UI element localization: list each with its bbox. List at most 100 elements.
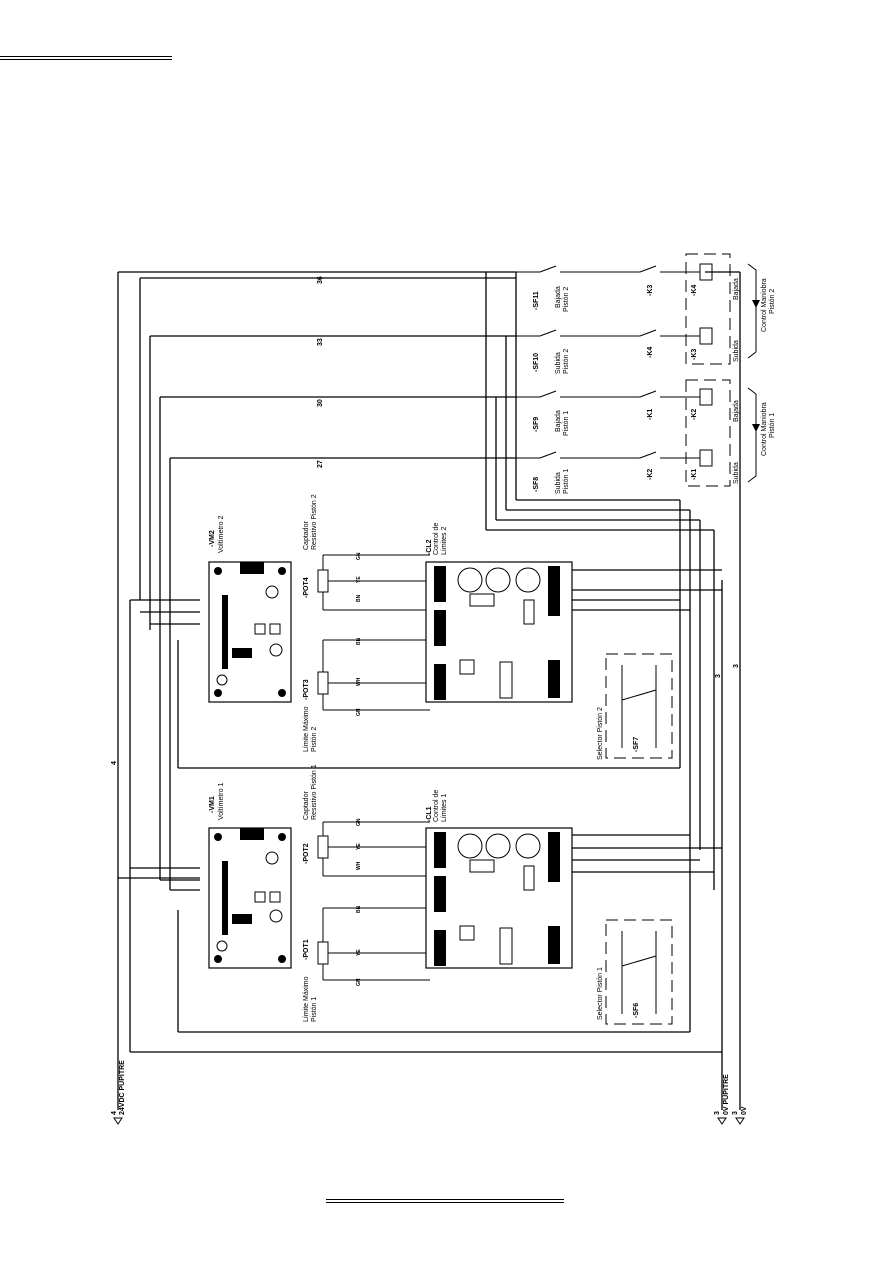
group1-bajada: Bajada — [733, 400, 740, 422]
header-rule — [0, 56, 172, 60]
voltmeter-2-tag: -VM2 — [209, 530, 216, 547]
pot-3-gn: GN — [356, 708, 362, 716]
selector-sf6: -SF6 Selector Pistón 1 — [597, 919, 673, 1025]
selector-sf6-desc: Selector Pistón 1 — [597, 967, 604, 1020]
pot-2-desc2: Resistivo Pistón 1 — [311, 764, 318, 820]
pot-3-tag: -POT3 — [303, 679, 310, 700]
sf10-desc1: Subida — [555, 352, 562, 374]
sf9-tag: -SF9 — [533, 417, 540, 432]
sf8-tag: -SF8 — [533, 477, 540, 492]
sf10-tag: -SF10 — [533, 353, 540, 372]
sf11-desc2: Pistón 2 — [563, 287, 570, 312]
sf11-tag: -SF11 — [533, 291, 540, 310]
sf8-contact: -K2 — [647, 469, 654, 480]
pot-1-desc1: Límite Máximo — [303, 976, 310, 1022]
voltmeter-1-name: Voltímetro 1 — [218, 783, 225, 820]
selector-sf7: -SF7 Selector Pistón 2 — [597, 653, 673, 760]
supply-labels: 4 24VDC PUPITRE 3 0V PUPITRE 3 0V 4 3 3 … — [111, 276, 748, 1125]
controller-cl1-desc2: Límites 1 — [441, 793, 448, 822]
pot-4-gn: GN — [356, 552, 362, 560]
sf10-contact: -K4 — [647, 347, 654, 358]
zero-a-num: 3 — [714, 1111, 721, 1115]
wire-33-label: 33 — [317, 338, 324, 346]
voltmeter-1: -VM1 Voltímetro 1 — [208, 783, 292, 969]
pot-3-wh: WH — [356, 677, 362, 686]
wire-27-label: 27 — [317, 460, 324, 468]
sf8-coil: -K1 — [691, 469, 698, 480]
wire-30-label: 30 — [317, 399, 324, 407]
plus24-label: 24VDC PUPITRE — [119, 1060, 126, 1115]
pot-2-desc1: Captador — [303, 791, 310, 820]
controller-cl2-desc2: Límites 2 — [441, 526, 448, 555]
pot-2-wh: WH — [356, 861, 362, 870]
selector-sf7-desc: Selector Pistón 2 — [597, 707, 604, 760]
controller-cl1-tag: -CL1 — [426, 806, 433, 822]
pot-4-desc1: Captador — [303, 521, 310, 550]
maneuver-group-1: Bajada Subida Control Maniobra Pistón 1 — [685, 379, 776, 487]
sf9-desc2: Pistón 1 — [563, 411, 570, 436]
controller-cl1-desc1: Control de — [433, 790, 440, 822]
pot-1-gn: GN — [356, 978, 362, 986]
line4-label: 4 — [111, 761, 118, 765]
sf10-desc2: Pistón 2 — [563, 349, 570, 374]
pot-4-desc2: Resistivo Pistón 2 — [311, 494, 318, 550]
sf9-desc1: Bajada — [555, 410, 562, 432]
voltmeter-1-tag: -VM1 — [209, 796, 216, 813]
controller-cl2-desc1: Control de — [433, 523, 440, 555]
sf11-coil: -K4 — [691, 285, 698, 296]
group2-bajada: Bajada — [733, 278, 740, 300]
sf11-contact: -K3 — [647, 285, 654, 296]
zero-b-label: 0V — [741, 1106, 748, 1115]
sf10-coil: -K3 — [691, 349, 698, 360]
branch-sf8: -SF8 Subida Pistón 1 -K2 -K1 — [516, 449, 713, 494]
sf8-desc1: Subida — [555, 472, 562, 494]
group2-title: Control Maniobra — [761, 278, 768, 332]
pot-3-desc2: Pistón 2 — [311, 727, 318, 752]
pot-1-ye: YE — [356, 949, 362, 956]
line3a-label: 3 — [715, 674, 722, 678]
group2-subida: Subida — [733, 340, 740, 362]
zero-a-label: 0V PUPITRE — [723, 1074, 730, 1115]
controller-cl1: -CL1 Control de Límites 1 — [425, 790, 573, 969]
controller-cl2-tag: -CL2 — [426, 539, 433, 555]
sf9-contact: -K1 — [647, 409, 654, 420]
pot-2: -POT2 Captador Resistivo Pistón 1 GN YE … — [303, 764, 430, 877]
branch-sf9: -SF9 Bajada Pistón 1 -K1 -K2 — [516, 388, 713, 436]
wire-36-label: 36 — [317, 276, 324, 284]
pot-1: -POT1 Límite Máximo Pistón 1 BN YE GN — [303, 905, 430, 1022]
voltmeter-2: -VM2 Voltímetro 2 — [208, 516, 292, 703]
voltmeter-2-name: Voltímetro 2 — [218, 516, 225, 553]
group2-sub: Pistón 2 — [769, 289, 776, 314]
pot-4-ye: YE — [356, 576, 362, 583]
group1-sub: Pistón 1 — [769, 413, 776, 438]
branch-sf11: -SF11 Bajada Pistón 2 -K3 -K4 — [516, 263, 713, 312]
pot-1-desc2: Pistón 1 — [311, 997, 318, 1022]
sf11-desc1: Bajada — [555, 286, 562, 308]
pot-3-desc1: Límite Máximo — [303, 706, 310, 752]
pot-1-tag: -POT1 — [303, 939, 310, 960]
sf9-coil: -K2 — [691, 409, 698, 420]
pot-4: -POT4 Captador Resistivo Pistón 2 GN YE … — [303, 494, 430, 611]
pot-1-bn: BN — [356, 905, 362, 913]
line3b-label: 3 — [733, 664, 740, 668]
footer-rule — [326, 1199, 564, 1203]
pot-2-ye: YE — [356, 843, 362, 850]
pot-2-tag: -POT2 — [303, 843, 310, 864]
group1-title: Control Maniobra — [761, 402, 768, 456]
group1-subida: Subida — [733, 462, 740, 484]
pot-2-gn: GN — [356, 818, 362, 826]
pot-3-bn: BN — [356, 637, 362, 645]
selector-sf6-tag: -SF6 — [633, 1003, 640, 1018]
branch-sf10: -SF10 Subida Pistón 2 -K4 -K3 — [516, 327, 713, 374]
supply-wires — [117, 271, 741, 1110]
plus24-num: 4 — [111, 1111, 118, 1115]
maneuver-group-2: Bajada Subida Control Maniobra Pistón 2 — [685, 253, 776, 365]
pot-4-tag: -POT4 — [303, 577, 310, 598]
zero-b-num: 3 — [732, 1111, 739, 1115]
pot-3: -POT3 Límite Máximo Pistón 2 BN WH GN — [303, 637, 430, 752]
pot-4-bn: BN — [356, 594, 362, 602]
sf8-desc2: Pistón 1 — [563, 469, 570, 494]
selector-sf7-tag: -SF7 — [633, 737, 640, 752]
controller-cl2: -CL2 Control de Límites 2 — [425, 523, 573, 703]
